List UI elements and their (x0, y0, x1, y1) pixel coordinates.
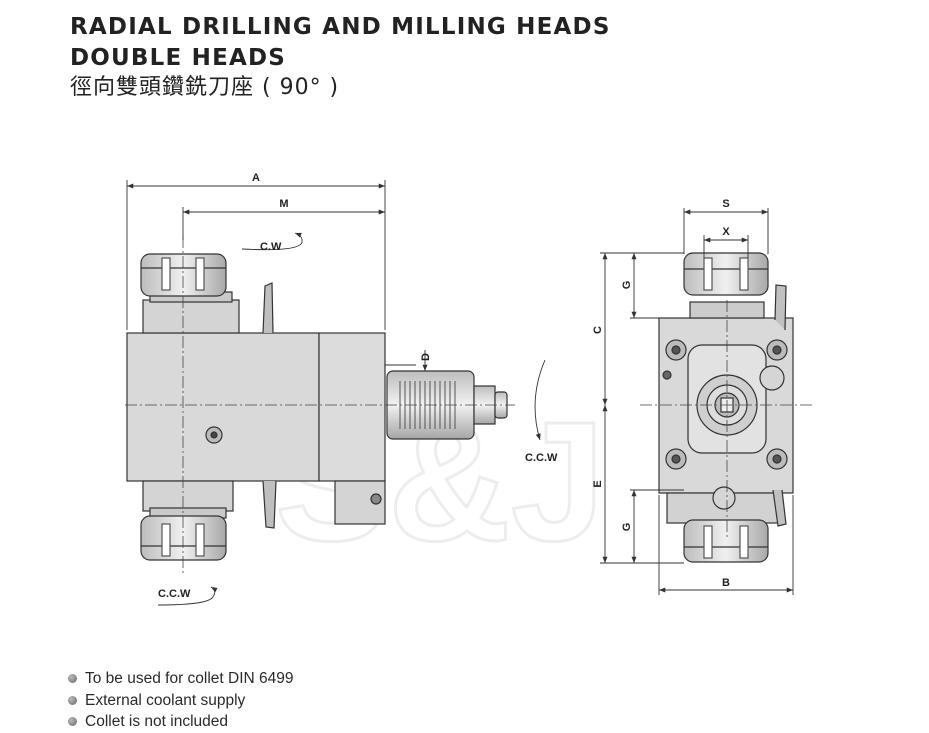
front-bottom-collet (683, 519, 769, 563)
dim-S-label: S (722, 198, 729, 210)
dim-D-label: D (420, 353, 432, 361)
dim-A-label: A (252, 172, 260, 184)
title-chinese: 徑向雙頭鑽銑刀座 ( 90° ) (70, 75, 340, 100)
dim-E-label: E (592, 480, 604, 487)
front-dimensions (600, 208, 794, 595)
dim-G-bottom-label: G (621, 523, 633, 532)
note-text: To be used for collet DIN 6499 (85, 670, 294, 687)
rotation-label-shank: C.C.W (525, 452, 558, 464)
dim-G-top-label: G (621, 281, 633, 290)
side-view (126, 253, 508, 561)
bullet-icon (68, 695, 77, 705)
upper-neck (142, 299, 240, 334)
rotation-arrows (157, 232, 546, 606)
front-top-collet (683, 252, 769, 296)
dim-M-label: M (279, 198, 288, 210)
lower-neck (142, 480, 234, 512)
technical-drawing: S&J (125, 172, 815, 606)
top-collet (140, 253, 227, 297)
note-text: Collet is not included (85, 713, 229, 730)
dim-A (126, 180, 428, 371)
dim-C-label: C (592, 326, 604, 334)
dim-B-label: B (722, 577, 730, 589)
note-item: Collet is not included (68, 711, 294, 733)
rotation-label-bottom: C.C.W (158, 588, 191, 600)
bullet-icon (68, 674, 77, 683)
front-view (658, 252, 794, 563)
dim-X-label: X (722, 226, 730, 238)
main-body (126, 332, 320, 482)
note-item: External coolant supply (68, 690, 294, 712)
coolant-pipe (262, 282, 274, 334)
bullet-icon (68, 717, 77, 726)
title-line-2: DOUBLE HEADS (70, 45, 287, 71)
note-text: External coolant supply (85, 691, 246, 709)
notes-list: To be used for collet DIN 6499 External … (68, 668, 294, 733)
front-bolts (662, 339, 788, 510)
note-item: To be used for collet DIN 6499 (68, 668, 294, 690)
bottom-collet (140, 515, 227, 561)
title-line-1: RADIAL DRILLING AND MILLING HEADS (70, 14, 611, 40)
rotation-label-top: C.W (260, 241, 282, 253)
right-housing (318, 332, 386, 482)
